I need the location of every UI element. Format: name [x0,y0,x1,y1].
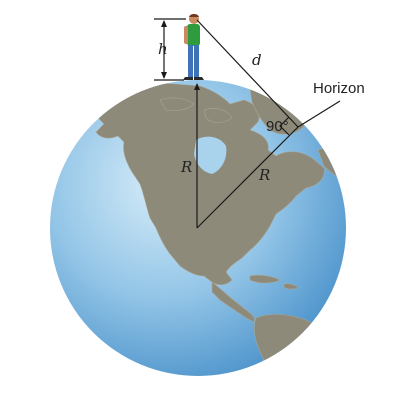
person-shirt [187,24,200,46]
vertical-radius-line [194,83,200,228]
arctic-island [203,108,233,123]
person-pants-left [188,45,193,77]
diagonal-radius-line [196,126,299,229]
radius-vertical-label: R [180,158,192,176]
person-arm [184,26,188,44]
distance-label: d [252,51,262,69]
right-angle-label: 90° [266,118,289,135]
central-america-landmass [211,281,255,323]
horizon-pointer-line [297,100,341,128]
caribbean-island [249,274,281,284]
person-hair [189,14,199,17]
caribbean-island [283,283,299,290]
right-angle-marker [279,116,290,136]
radius-diagonal-label: R [258,166,270,184]
horizon-label: Horizon [313,80,365,97]
height-label: h [158,40,168,58]
height-marker [154,18,186,81]
person [183,14,204,80]
person-shoes [183,77,204,80]
globe [50,80,346,376]
hudson-bay [194,136,227,174]
south-america-landmass [254,314,341,376]
arctic-island [159,97,195,112]
distance-line [196,19,299,128]
person-pants-right [194,45,199,77]
